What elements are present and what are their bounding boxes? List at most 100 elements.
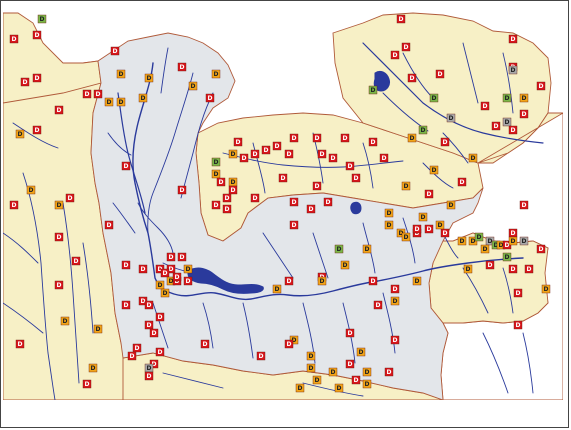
station-marker-red[interactable]: D <box>345 328 355 337</box>
station-marker-orange[interactable]: D <box>104 97 114 107</box>
station-marker-orange[interactable]: D <box>15 129 25 139</box>
station-marker-red[interactable]: D <box>284 276 294 285</box>
station-marker-red[interactable]: D <box>289 197 299 207</box>
station-marker-gray[interactable]: D <box>446 113 456 123</box>
station-marker-orange[interactable]: D <box>508 236 518 246</box>
station-marker-red[interactable]: D <box>183 276 193 285</box>
station-marker-orange[interactable]: D <box>541 284 551 293</box>
station-marker-orange[interactable]: D <box>401 232 411 242</box>
station-marker-orange[interactable]: D <box>54 200 64 210</box>
station-marker-red[interactable]: D <box>289 220 299 230</box>
station-marker-red[interactable]: D <box>440 137 450 147</box>
station-marker-red[interactable]: D <box>205 93 215 103</box>
station-marker-red[interactable]: D <box>536 244 546 254</box>
station-marker-red[interactable]: D <box>317 149 327 159</box>
station-marker-red[interactable]: D <box>54 280 64 289</box>
station-marker-orange[interactable]: D <box>384 208 394 218</box>
station-marker-red[interactable]: D <box>340 133 350 143</box>
station-marker-red[interactable]: D <box>345 161 355 171</box>
station-marker-red[interactable]: D <box>222 193 232 203</box>
station-marker-red[interactable]: D <box>368 137 378 147</box>
station-marker-red[interactable]: D <box>412 224 422 234</box>
station-marker-orange[interactable]: D <box>446 200 456 210</box>
station-marker-orange[interactable]: D <box>272 284 282 293</box>
station-marker-red[interactable]: D <box>138 264 148 273</box>
station-marker-orange[interactable]: D <box>457 236 467 246</box>
station-marker-orange[interactable]: D <box>334 383 344 392</box>
station-marker-green[interactable]: D <box>37 14 47 23</box>
station-marker-red[interactable]: D <box>278 173 288 183</box>
station-marker-gray[interactable]: D <box>144 363 154 372</box>
station-marker-orange[interactable]: D <box>60 316 70 325</box>
station-marker-orange[interactable]: D <box>211 169 221 179</box>
station-marker-red[interactable]: D <box>508 34 518 43</box>
station-marker-red[interactable]: D <box>222 204 232 214</box>
station-marker-red[interactable]: D <box>272 141 282 151</box>
station-marker-red[interactable]: D <box>172 272 182 281</box>
station-marker-red[interactable]: D <box>323 197 333 207</box>
station-marker-orange[interactable]: D <box>183 264 193 273</box>
station-marker-red[interactable]: D <box>284 149 294 159</box>
station-marker-red[interactable]: D <box>121 161 131 171</box>
station-marker-red[interactable]: D <box>93 89 103 99</box>
station-marker-red[interactable]: D <box>54 105 64 115</box>
station-marker-red[interactable]: D <box>390 50 400 59</box>
station-marker-orange[interactable]: D <box>144 73 154 83</box>
station-marker-red[interactable]: D <box>144 300 154 309</box>
station-marker-red[interactable]: D <box>239 153 249 163</box>
station-marker-red[interactable]: D <box>104 220 114 230</box>
station-marker-red[interactable]: D <box>121 260 131 269</box>
station-marker-red[interactable]: D <box>155 347 165 356</box>
station-marker-green[interactable]: D <box>474 232 484 242</box>
station-marker-red[interactable]: D <box>396 14 406 23</box>
station-marker-red[interactable]: D <box>524 264 534 273</box>
station-marker-orange[interactable]: D <box>228 177 238 187</box>
station-marker-orange[interactable]: D <box>407 133 417 143</box>
station-marker-red[interactable]: D <box>216 177 226 187</box>
station-marker-orange[interactable]: D <box>116 69 126 79</box>
station-marker-orange[interactable]: D <box>306 351 316 360</box>
station-marker-red[interactable]: D <box>200 339 210 348</box>
station-marker-orange[interactable]: D <box>468 153 478 163</box>
station-marker-red[interactable]: D <box>351 173 361 183</box>
station-marker-red[interactable]: D <box>9 34 19 43</box>
station-marker-orange[interactable]: D <box>418 212 428 222</box>
station-marker-red[interactable]: D <box>491 121 501 131</box>
station-marker-red[interactable]: D <box>373 300 383 309</box>
station-marker-orange[interactable]: D <box>463 264 473 273</box>
station-marker-orange[interactable]: D <box>228 149 238 159</box>
station-marker-gray[interactable]: D <box>519 236 529 246</box>
station-marker-red[interactable]: D <box>54 232 64 242</box>
station-marker-green[interactable]: D <box>418 125 428 135</box>
station-marker-red[interactable]: D <box>110 46 120 55</box>
station-marker-red[interactable]: D <box>32 125 42 135</box>
station-marker-red[interactable]: D <box>155 312 165 321</box>
station-marker-green[interactable]: D <box>502 93 512 103</box>
station-marker-orange[interactable]: D <box>295 383 305 392</box>
station-marker-red[interactable]: D <box>166 252 176 261</box>
station-marker-red[interactable]: D <box>424 189 434 199</box>
station-marker-red[interactable]: D <box>233 137 243 147</box>
station-marker-red[interactable]: D <box>284 339 294 348</box>
station-marker-gray[interactable]: D <box>508 65 518 75</box>
station-marker-red[interactable]: D <box>390 284 400 293</box>
station-marker-red[interactable]: D <box>20 77 30 87</box>
station-marker-gray[interactable]: D <box>502 117 512 127</box>
station-marker-orange[interactable]: D <box>429 165 439 175</box>
station-marker-orange[interactable]: D <box>26 185 36 195</box>
station-marker-orange[interactable]: D <box>188 81 198 91</box>
station-marker-red[interactable]: D <box>289 133 299 143</box>
station-marker-red[interactable]: D <box>440 228 450 238</box>
station-marker-red[interactable]: D <box>536 81 546 91</box>
station-marker-red[interactable]: D <box>261 145 271 155</box>
station-marker-green[interactable]: D <box>211 157 221 167</box>
station-marker-orange[interactable]: D <box>356 347 366 356</box>
station-marker-orange[interactable]: D <box>390 296 400 305</box>
station-marker-red[interactable]: D <box>407 73 417 83</box>
station-marker-orange[interactable]: D <box>138 93 148 103</box>
station-marker-red[interactable]: D <box>65 193 75 203</box>
station-marker-red[interactable]: D <box>177 252 187 261</box>
station-marker-red[interactable]: D <box>132 343 142 352</box>
station-marker-orange[interactable]: D <box>306 363 316 372</box>
station-marker-green[interactable]: D <box>502 252 512 261</box>
